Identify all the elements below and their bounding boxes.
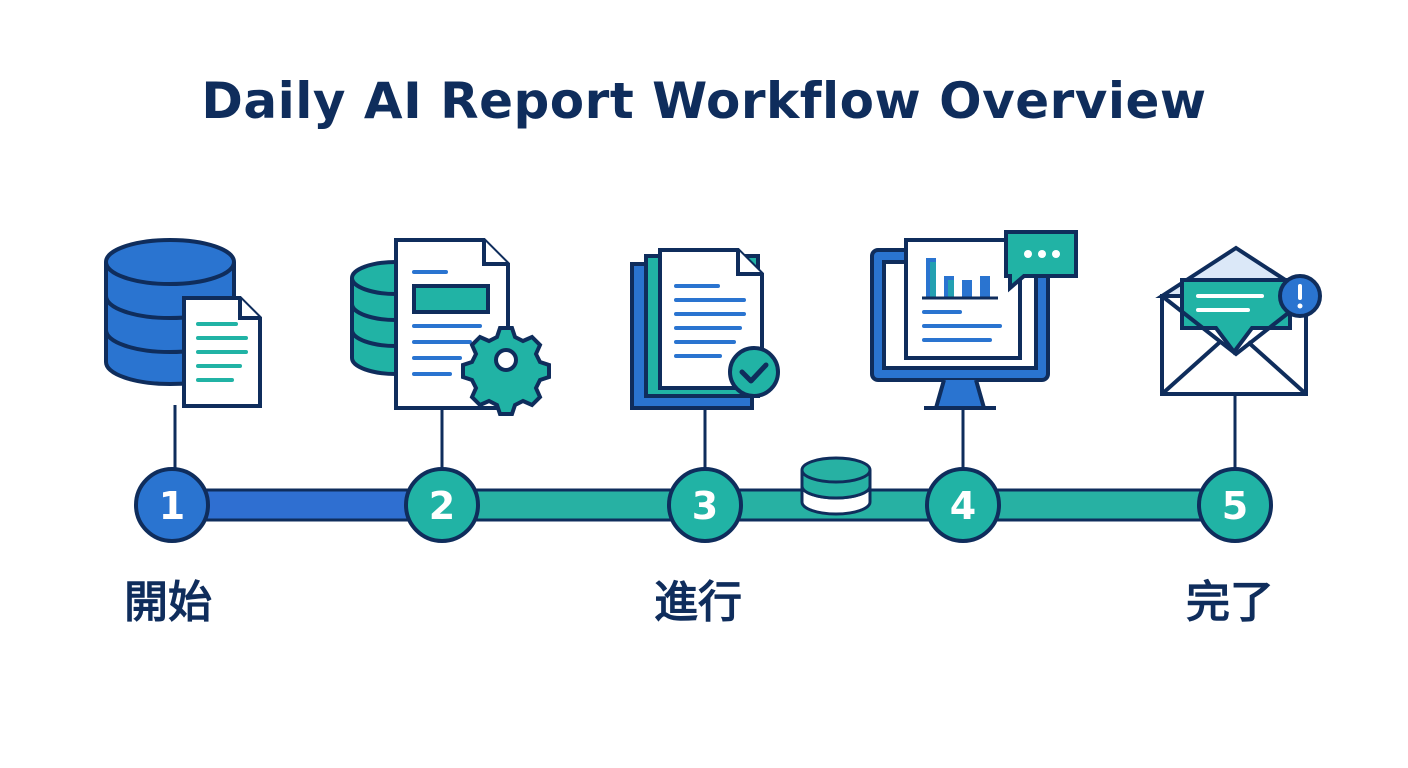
envelope-alert-icon [1155, 245, 1322, 396]
step-number-2: 2 [429, 484, 455, 528]
step-number-5: 5 [1222, 484, 1248, 528]
step-node-1 [134, 467, 210, 543]
step-node-2 [404, 467, 480, 543]
step-node-5 [1197, 467, 1273, 543]
step-node-3 [667, 467, 743, 543]
document-stack-check-icon [630, 248, 780, 410]
database-document-icon [104, 238, 262, 408]
stage-label-progress: 進行 [654, 577, 742, 628]
connector-lines [173, 396, 1237, 472]
document-gear-icon [350, 238, 551, 416]
stage-label-start: 開始 [124, 577, 212, 628]
diagram-title: Daily AI Report Workflow Overview [201, 72, 1207, 130]
step-nodes [134, 467, 1273, 543]
stage-label-done: 完了 [1186, 577, 1274, 628]
database-midpoint-icon [800, 456, 872, 516]
timeline-segment-1 [173, 488, 444, 522]
step-number-4: 4 [950, 484, 976, 528]
monitor-chart-chat-icon [870, 230, 1078, 410]
step-node-4 [925, 467, 1001, 543]
step-number-1: 1 [159, 484, 185, 528]
step-number-3: 3 [692, 484, 718, 528]
